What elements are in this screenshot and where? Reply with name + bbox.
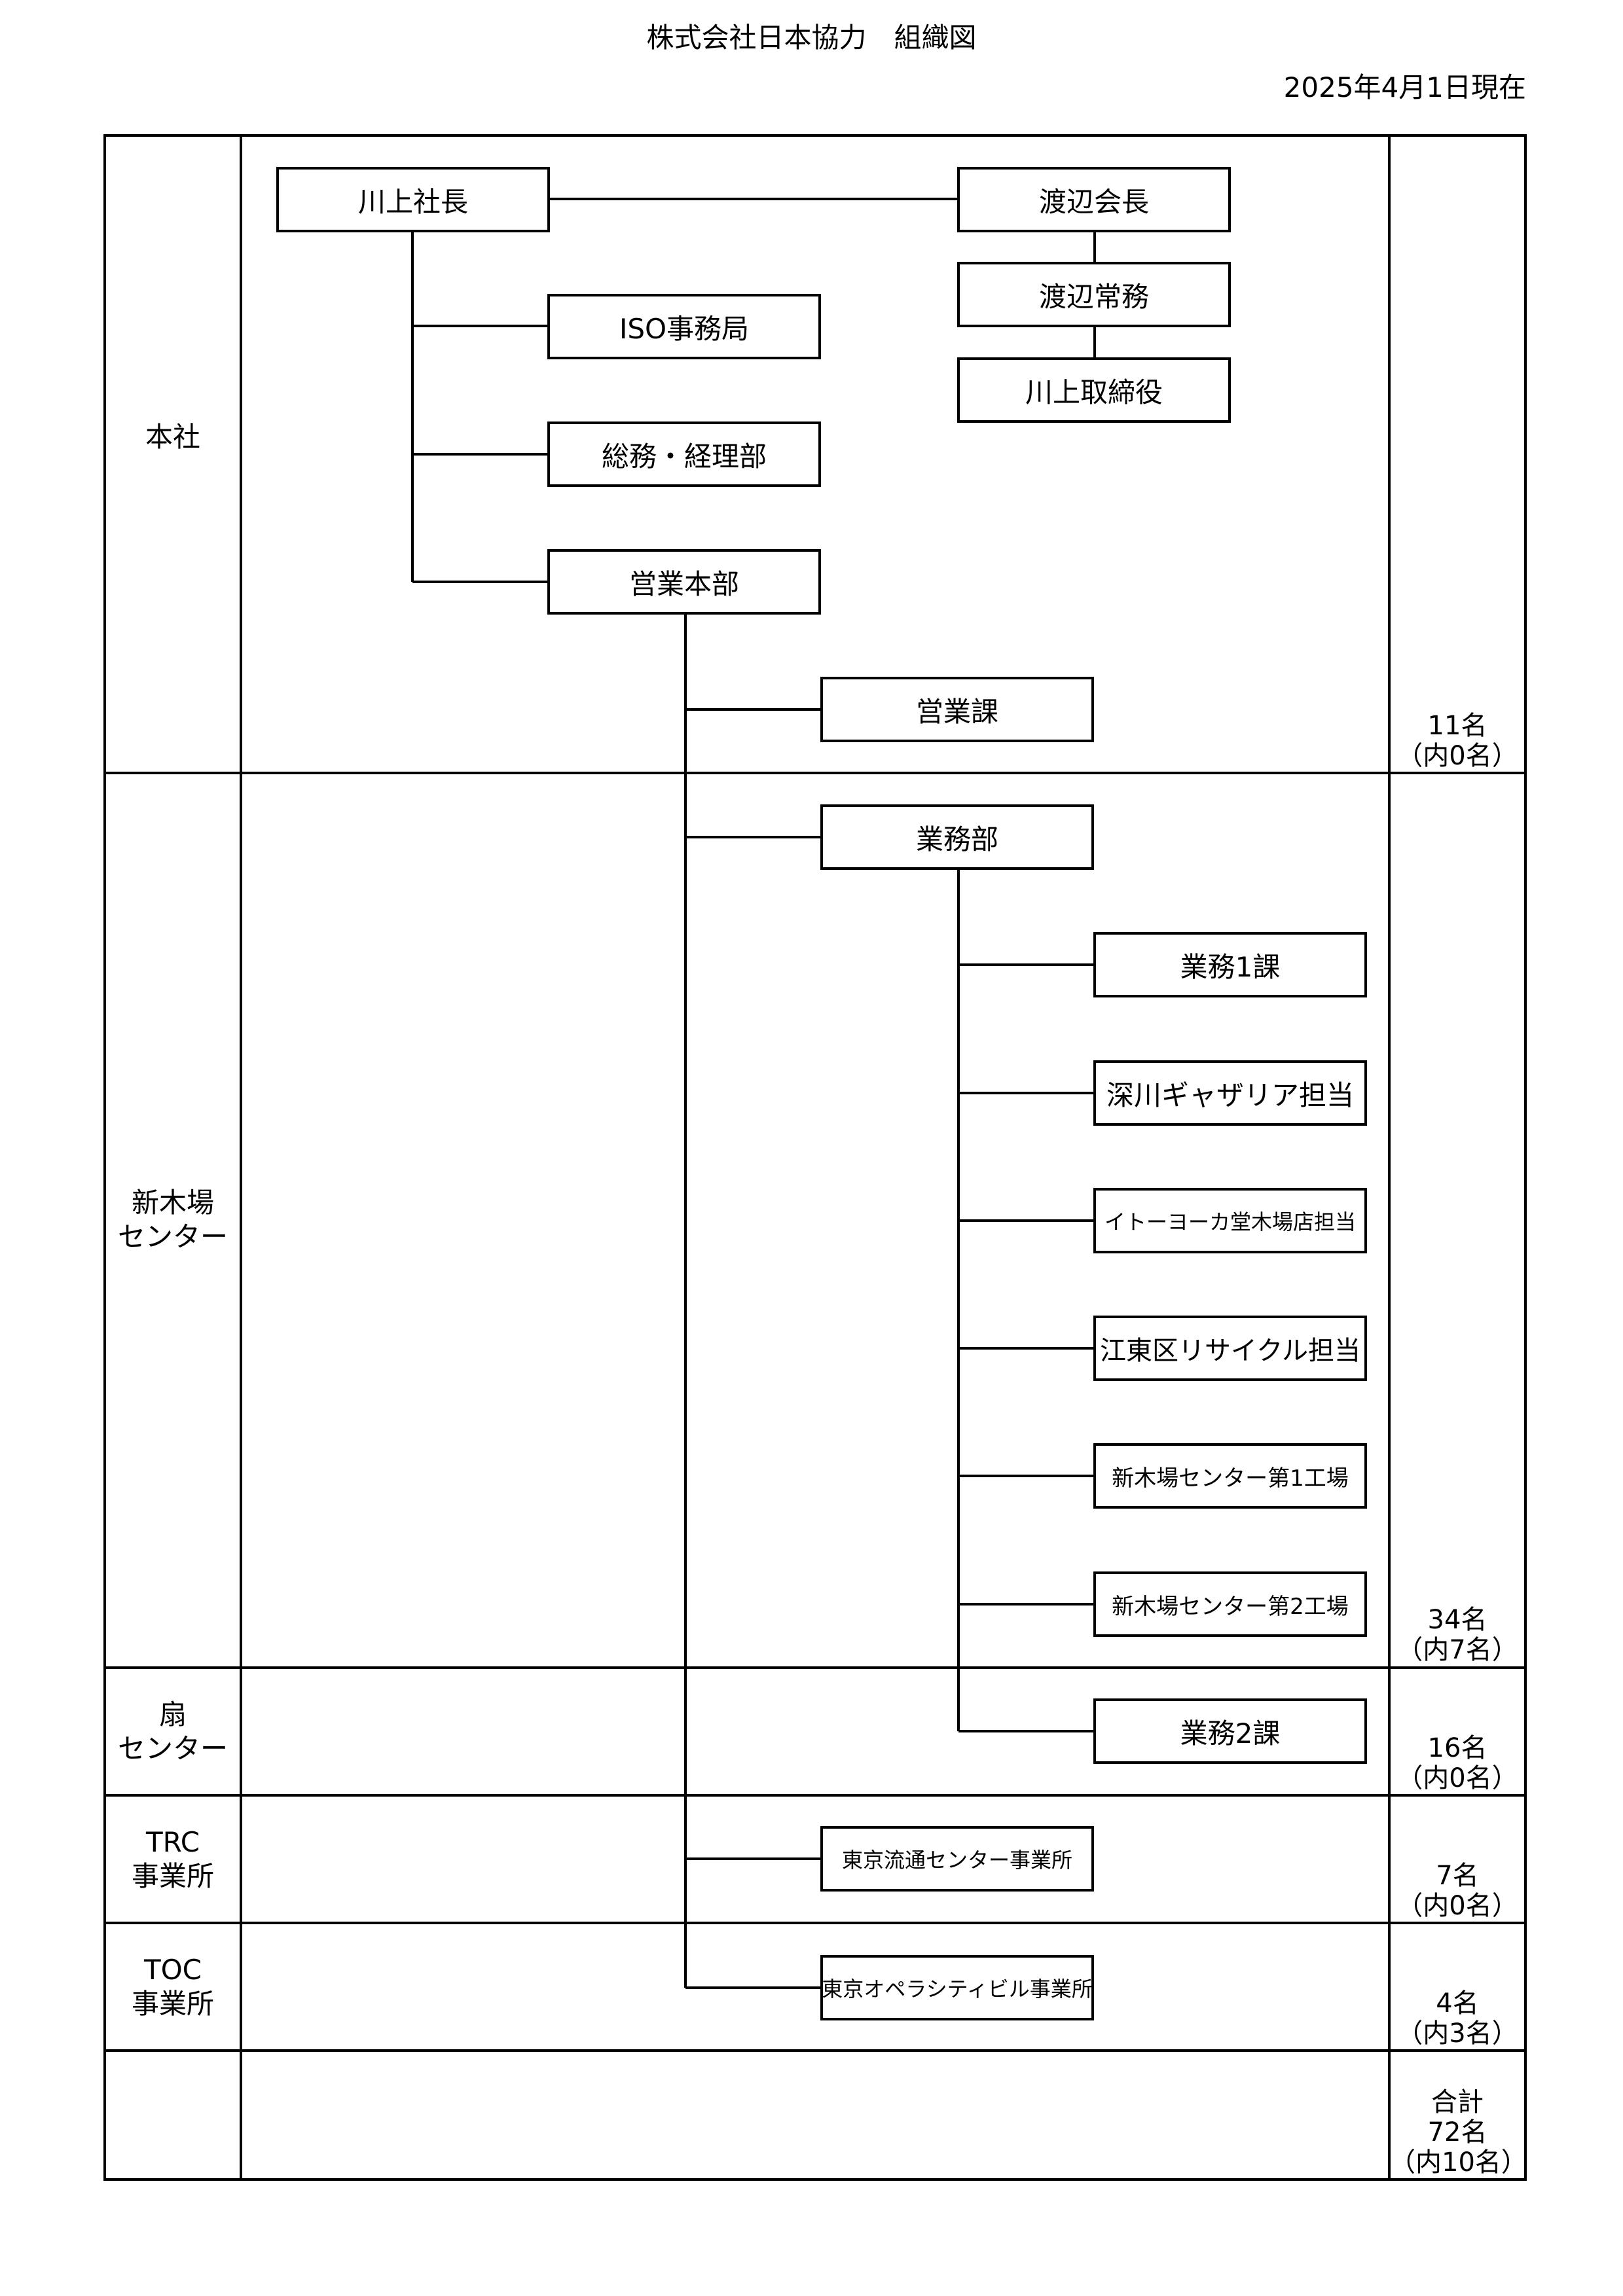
node-chairman: 渡辺会長 (957, 167, 1231, 232)
node-iso-office: ISO事務局 (547, 294, 821, 359)
headcount-trc: 7名 （内0名） (1396, 1861, 1518, 1921)
node-general-affairs: 総務・経理部 (547, 422, 821, 487)
node-managing-director: 渡辺常務 (957, 262, 1231, 327)
location-toc-office: TOC 事業所 (131, 1954, 214, 2020)
node-koto-recycle: 江東区リサイクル担当 (1093, 1316, 1367, 1381)
node-tokyo-distribution-center: 東京流通センター事業所 (820, 1826, 1094, 1892)
headcount-shinkiba: 34名 （内7名） (1396, 1605, 1518, 1665)
node-director: 川上取締役 (957, 357, 1231, 423)
node-sales-hq: 営業本部 (547, 549, 821, 615)
location-honsha: 本社 (145, 421, 200, 453)
node-fukagawa-gatheria: 深川ギャザリア担当 (1093, 1060, 1367, 1126)
headcount-total: 合計 72名 （内10名） (1389, 2087, 1527, 2178)
headcount-honsha: 11名 （内0名） (1396, 711, 1518, 771)
page-title: 株式会社日本協力 組織図 (646, 22, 977, 54)
node-ito-yokado-kiba: イトーヨーカ堂木場店担当 (1093, 1188, 1367, 1253)
node-tokyo-opera-city: 東京オペラシティビル事業所 (820, 1955, 1094, 2020)
node-operations-section-2: 業務2課 (1093, 1698, 1367, 1764)
node-shinkiba-factory-1: 新木場センター第1工場 (1093, 1443, 1367, 1509)
node-sales-section: 営業課 (820, 677, 1094, 742)
location-trc-office: TRC 事業所 (131, 1826, 214, 1892)
node-operations-section-1: 業務1課 (1093, 932, 1367, 997)
node-operations-dept: 業務部 (820, 804, 1094, 870)
headcount-toc: 4名 （内3名） (1396, 1988, 1518, 2049)
location-ogi-center: 扇 センター (117, 1698, 228, 1765)
headcount-ogi: 16名 （内0名） (1396, 1733, 1518, 1793)
node-president: 川上社長 (276, 167, 550, 232)
table-border (103, 134, 1527, 2181)
as-of-date: 2025年4月1日現在 (1283, 71, 1526, 103)
location-shinkiba-center: 新木場 センター (117, 1187, 228, 1253)
node-shinkiba-factory-2: 新木場センター第2工場 (1093, 1571, 1367, 1637)
